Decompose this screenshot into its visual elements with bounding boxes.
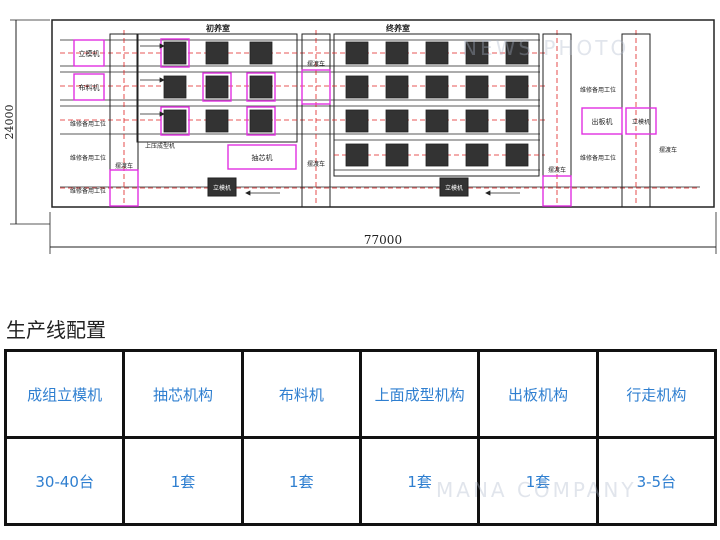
ferry-track-3: [542, 33, 572, 208]
label-feeder: 布料机: [79, 83, 100, 92]
ferry-car-right: [542, 175, 572, 207]
label-maintenance-1: 维修备用工位: [70, 120, 106, 128]
left-machine-box: [73, 39, 105, 67]
label-machine-left: 立模机: [79, 49, 100, 58]
table-row: 30-40台 1套 1套 1套 1套 3-5台: [3, 436, 718, 526]
label-maintenance-3: 维修备用工位: [70, 187, 106, 195]
production-line-layout-diagram: 24000 77000 初养室 终养室: [3, 19, 717, 254]
table-cell: 1套: [240, 436, 362, 526]
label-ferry-2: 摆渡车: [307, 60, 325, 68]
ferry-track-2: [301, 33, 331, 208]
travel-machine-2: [439, 177, 469, 197]
table-header-cell: 布料机: [240, 349, 362, 439]
label-ferry-1: 摆渡车: [115, 162, 133, 170]
label-ferry-5: 摆渡车: [659, 146, 677, 154]
dim-length-label: 77000: [364, 233, 402, 247]
room-label-final: 终养室: [385, 23, 410, 33]
label-core-puller: 抽芯机: [252, 153, 273, 162]
label-board-out: 出板机: [592, 117, 613, 126]
final-room-machines: [345, 41, 529, 167]
room-label-initial: 初养室: [206, 23, 230, 33]
dim-width-label: 24000: [3, 105, 16, 140]
table-cell: 1套: [358, 436, 481, 526]
label-travel-1: 立模机: [213, 184, 231, 192]
table-header-row: 成组立模机 抽芯机构 布料机 上面成型机构 出板机构 行走机构: [3, 349, 718, 439]
label-pressing: 上压成型机: [145, 142, 175, 150]
travel-machine-1: [207, 177, 237, 197]
initial-room-machines: [163, 41, 273, 133]
final-curing-room: [333, 33, 540, 177]
core-puller-box: [227, 144, 297, 170]
table-header-cell: 成组立模机: [3, 349, 126, 439]
plant-outline: [51, 19, 715, 208]
initial-curing-room: [136, 33, 298, 143]
board-out-box: [581, 107, 623, 135]
label-maintenance-2: 维修备用工位: [70, 154, 106, 162]
table-header-cell: 上面成型机构: [358, 349, 481, 439]
label-ferry-4: 摆渡车: [548, 166, 566, 174]
label-maintenance-4: 维修备用工位: [580, 86, 616, 94]
production-line-config-table: 成组立模机 抽芯机构 布料机 上面成型机构 出板机构 行走机构 30-40台 1…: [3, 349, 718, 526]
ferry-track-1: [109, 33, 139, 208]
right-machine-box: [625, 107, 657, 135]
table-header-cell: 行走机构: [595, 349, 718, 439]
table-cell: 3-5台: [595, 436, 718, 526]
table-cell: 30-40台: [3, 436, 126, 526]
feeder-box: [73, 73, 105, 101]
table-header-cell: 抽芯机构: [122, 349, 244, 439]
label-ferry-3: 摆渡车: [307, 160, 325, 168]
label-travel-2: 立模机: [445, 184, 463, 192]
table-cell: 1套: [122, 436, 244, 526]
table-header-cell: 出板机构: [477, 349, 599, 439]
ferry-car-mid: [301, 69, 331, 105]
label-machine-right: 立模机: [632, 118, 650, 126]
table-cell: 1套: [477, 436, 599, 526]
section-title: 生产线配置: [6, 318, 106, 342]
ferry-car-left: [109, 169, 139, 207]
label-maintenance-5: 维修备用工位: [580, 154, 616, 162]
